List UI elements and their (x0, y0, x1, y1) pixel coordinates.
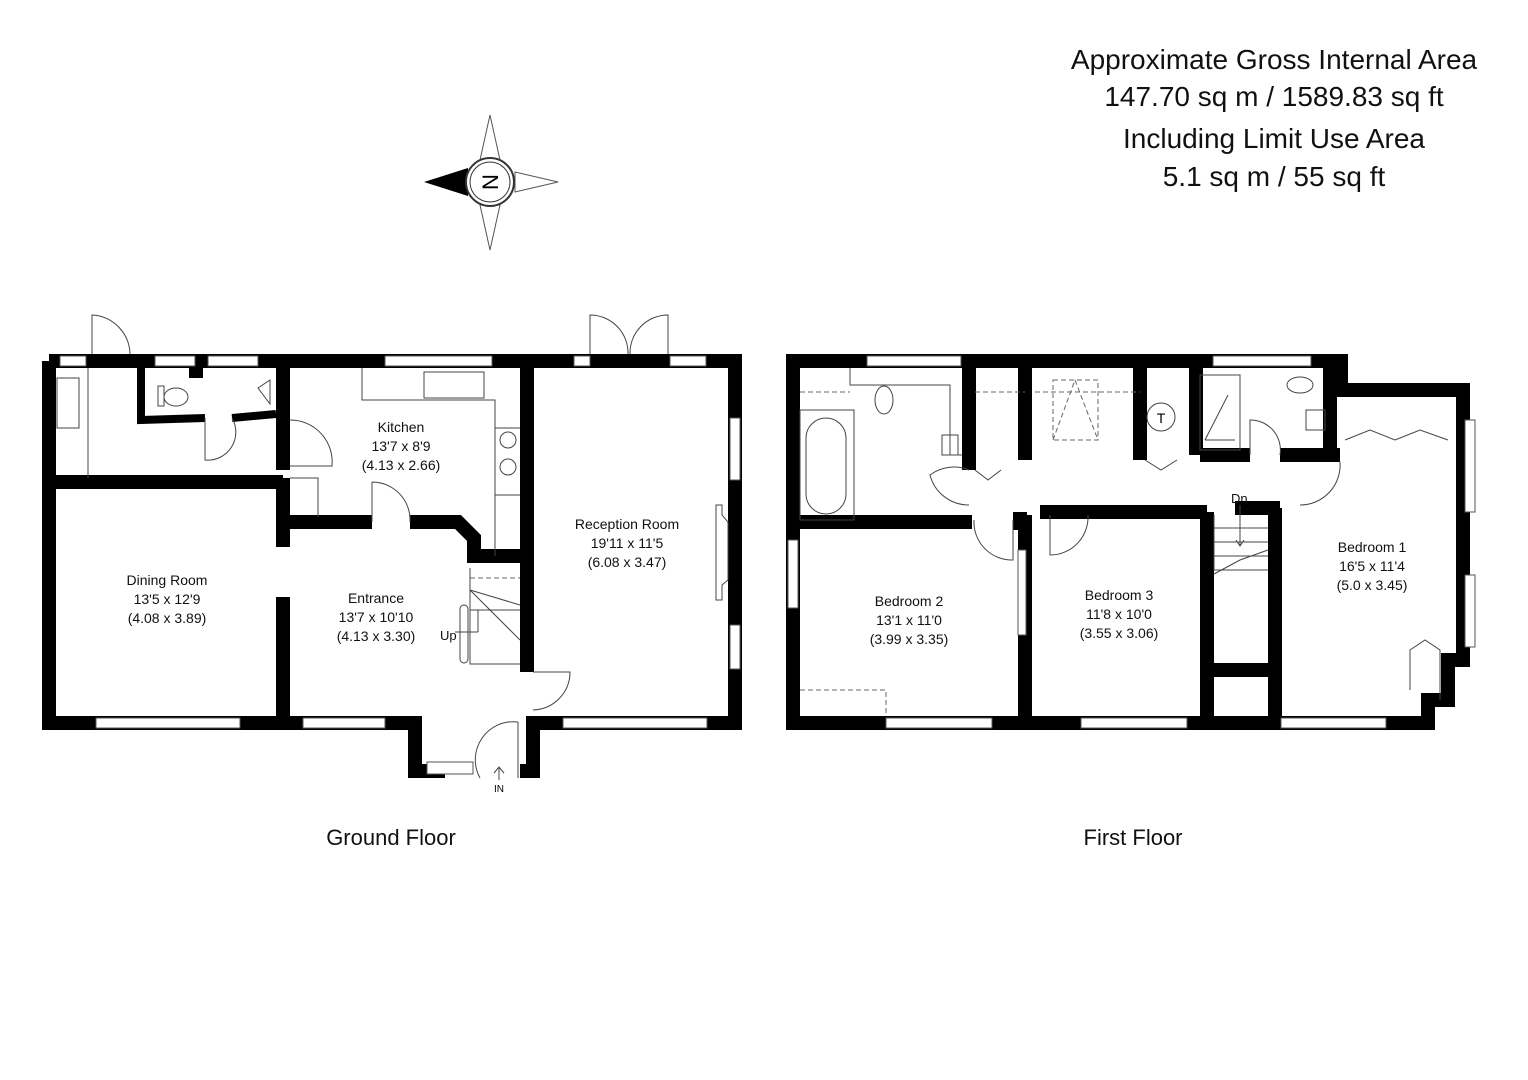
room-size-metric: (3.99 x 3.35) (870, 631, 949, 647)
room-size-imperial: 11'8 x 10'0 (1086, 606, 1152, 622)
room-kitchen: Kitchen 13'7 x 8'9 (4.13 x 2.66) (362, 419, 441, 473)
room-size-imperial: 19'11 x 11'5 (591, 535, 664, 551)
ground-floor-plan: Up IN Kitchen 13'7 x 8'9 (4.13 x 2.66) R… (42, 314, 742, 850)
room-size-imperial: 13'1 x 11'0 (876, 612, 942, 628)
room-size-metric: (3.55 x 3.06) (1080, 625, 1159, 641)
room-size-metric: (4.08 x 3.89) (128, 610, 207, 626)
room-size-imperial: 13'7 x 10'10 (339, 609, 414, 625)
ground-floor-stairs: Up (440, 568, 521, 665)
entry-label: IN (494, 784, 504, 795)
room-name: Dining Room (127, 572, 208, 588)
room-size-imperial: 13'7 x 8'9 (371, 438, 430, 454)
room-entrance: Entrance 13'7 x 10'10 (4.13 x 3.30) (337, 590, 416, 644)
kitchen-door (289, 419, 333, 467)
room-size-imperial: 16'5 x 11'4 (1339, 558, 1405, 574)
room-reception: Reception Room 19'11 x 11'5 (6.08 x 3.47… (575, 516, 679, 570)
area-title: Approximate Gross Internal Area (1071, 44, 1478, 75)
room-name: Kitchen (378, 419, 425, 435)
room-size-metric: (5.0 x 3.45) (1337, 577, 1408, 593)
room-size-metric: (6.08 x 3.47) (588, 554, 667, 570)
water-tank-label: T (1157, 410, 1166, 426)
compass-icon: N (424, 114, 559, 251)
area-total: 147.70 sq m / 1589.83 sq ft (1104, 81, 1444, 112)
limit-use-title: Including Limit Use Area (1123, 123, 1425, 154)
room-size-metric: (4.13 x 3.30) (337, 628, 416, 644)
stairs-up-label: Up (440, 628, 457, 643)
room-bedroom-2: Bedroom 2 13'1 x 11'0 (3.99 x 3.35) (870, 593, 949, 647)
room-name: Bedroom 2 (875, 593, 944, 609)
limit-use-area: 5.1 sq m / 55 sq ft (1163, 161, 1386, 192)
room-name: Bedroom 1 (1338, 539, 1407, 555)
back-door (91, 314, 131, 355)
first-floor-plan: T Dn Bedroom 2 13'1 x 11'0 (3.99 x 3.35)… (786, 354, 1476, 850)
room-size-imperial: 13'5 x 12'9 (134, 591, 201, 607)
stairs-down-label: Dn (1231, 491, 1248, 506)
ground-floor-label: Ground Floor (326, 825, 456, 850)
room-name: Entrance (348, 590, 404, 606)
area-summary: Approximate Gross Internal Area 147.70 s… (1071, 44, 1478, 192)
first-floor-label: First Floor (1084, 825, 1183, 850)
room-dining: Dining Room 13'5 x 12'9 (4.08 x 3.89) (127, 572, 208, 626)
front-door (474, 721, 519, 779)
room-bedroom-1: Bedroom 1 16'5 x 11'4 (5.0 x 3.45) (1337, 539, 1408, 593)
compass-north-label: N (478, 174, 503, 190)
room-name: Bedroom 3 (1085, 587, 1154, 603)
room-size-metric: (4.13 x 2.66) (362, 457, 441, 473)
entry-arrow-icon (493, 766, 505, 780)
room-name: Reception Room (575, 516, 679, 532)
reception-door (532, 671, 571, 711)
entrance-kitchen-door (371, 481, 411, 523)
room-bedroom-3: Bedroom 3 11'8 x 10'0 (3.55 x 3.06) (1080, 587, 1159, 641)
french-doors (589, 314, 669, 355)
first-floor-stairs: Dn (1213, 491, 1269, 575)
